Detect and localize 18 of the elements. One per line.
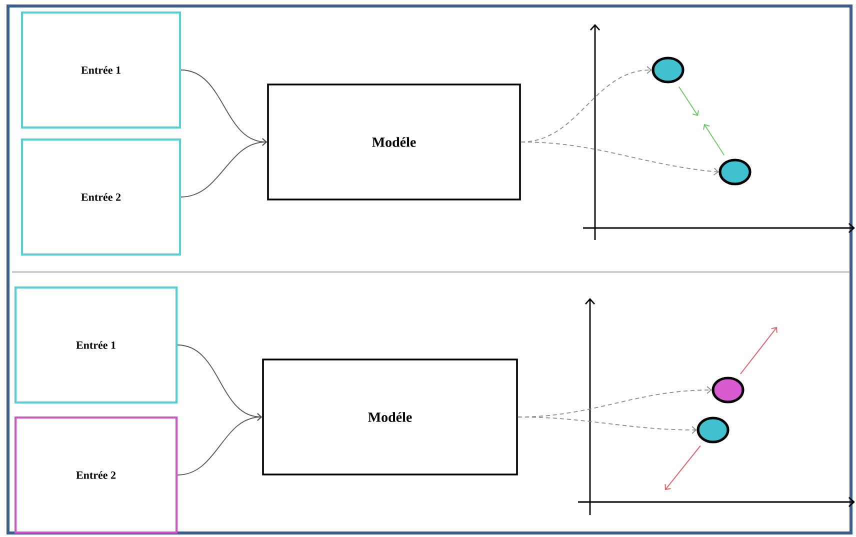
input-box: Entrée 1 (21, 12, 181, 128)
point-marker (696, 416, 730, 444)
input-box: Entrée 2 (21, 138, 181, 256)
input-box: Entrée 1 (14, 286, 178, 404)
arrow (703, 124, 725, 156)
point-marker (652, 56, 684, 84)
point-marker (718, 158, 752, 186)
arrow (177, 413, 262, 476)
arrow (520, 142, 719, 176)
point-marker (712, 376, 744, 404)
arrow (664, 445, 701, 490)
input-box: Entrée 2 (14, 416, 178, 534)
model-box: Modéle (267, 84, 521, 200)
model-box: Modéle (262, 358, 518, 476)
arrow (678, 86, 699, 116)
arrow (517, 416, 697, 434)
arrow (180, 138, 268, 198)
arrow (740, 327, 778, 374)
